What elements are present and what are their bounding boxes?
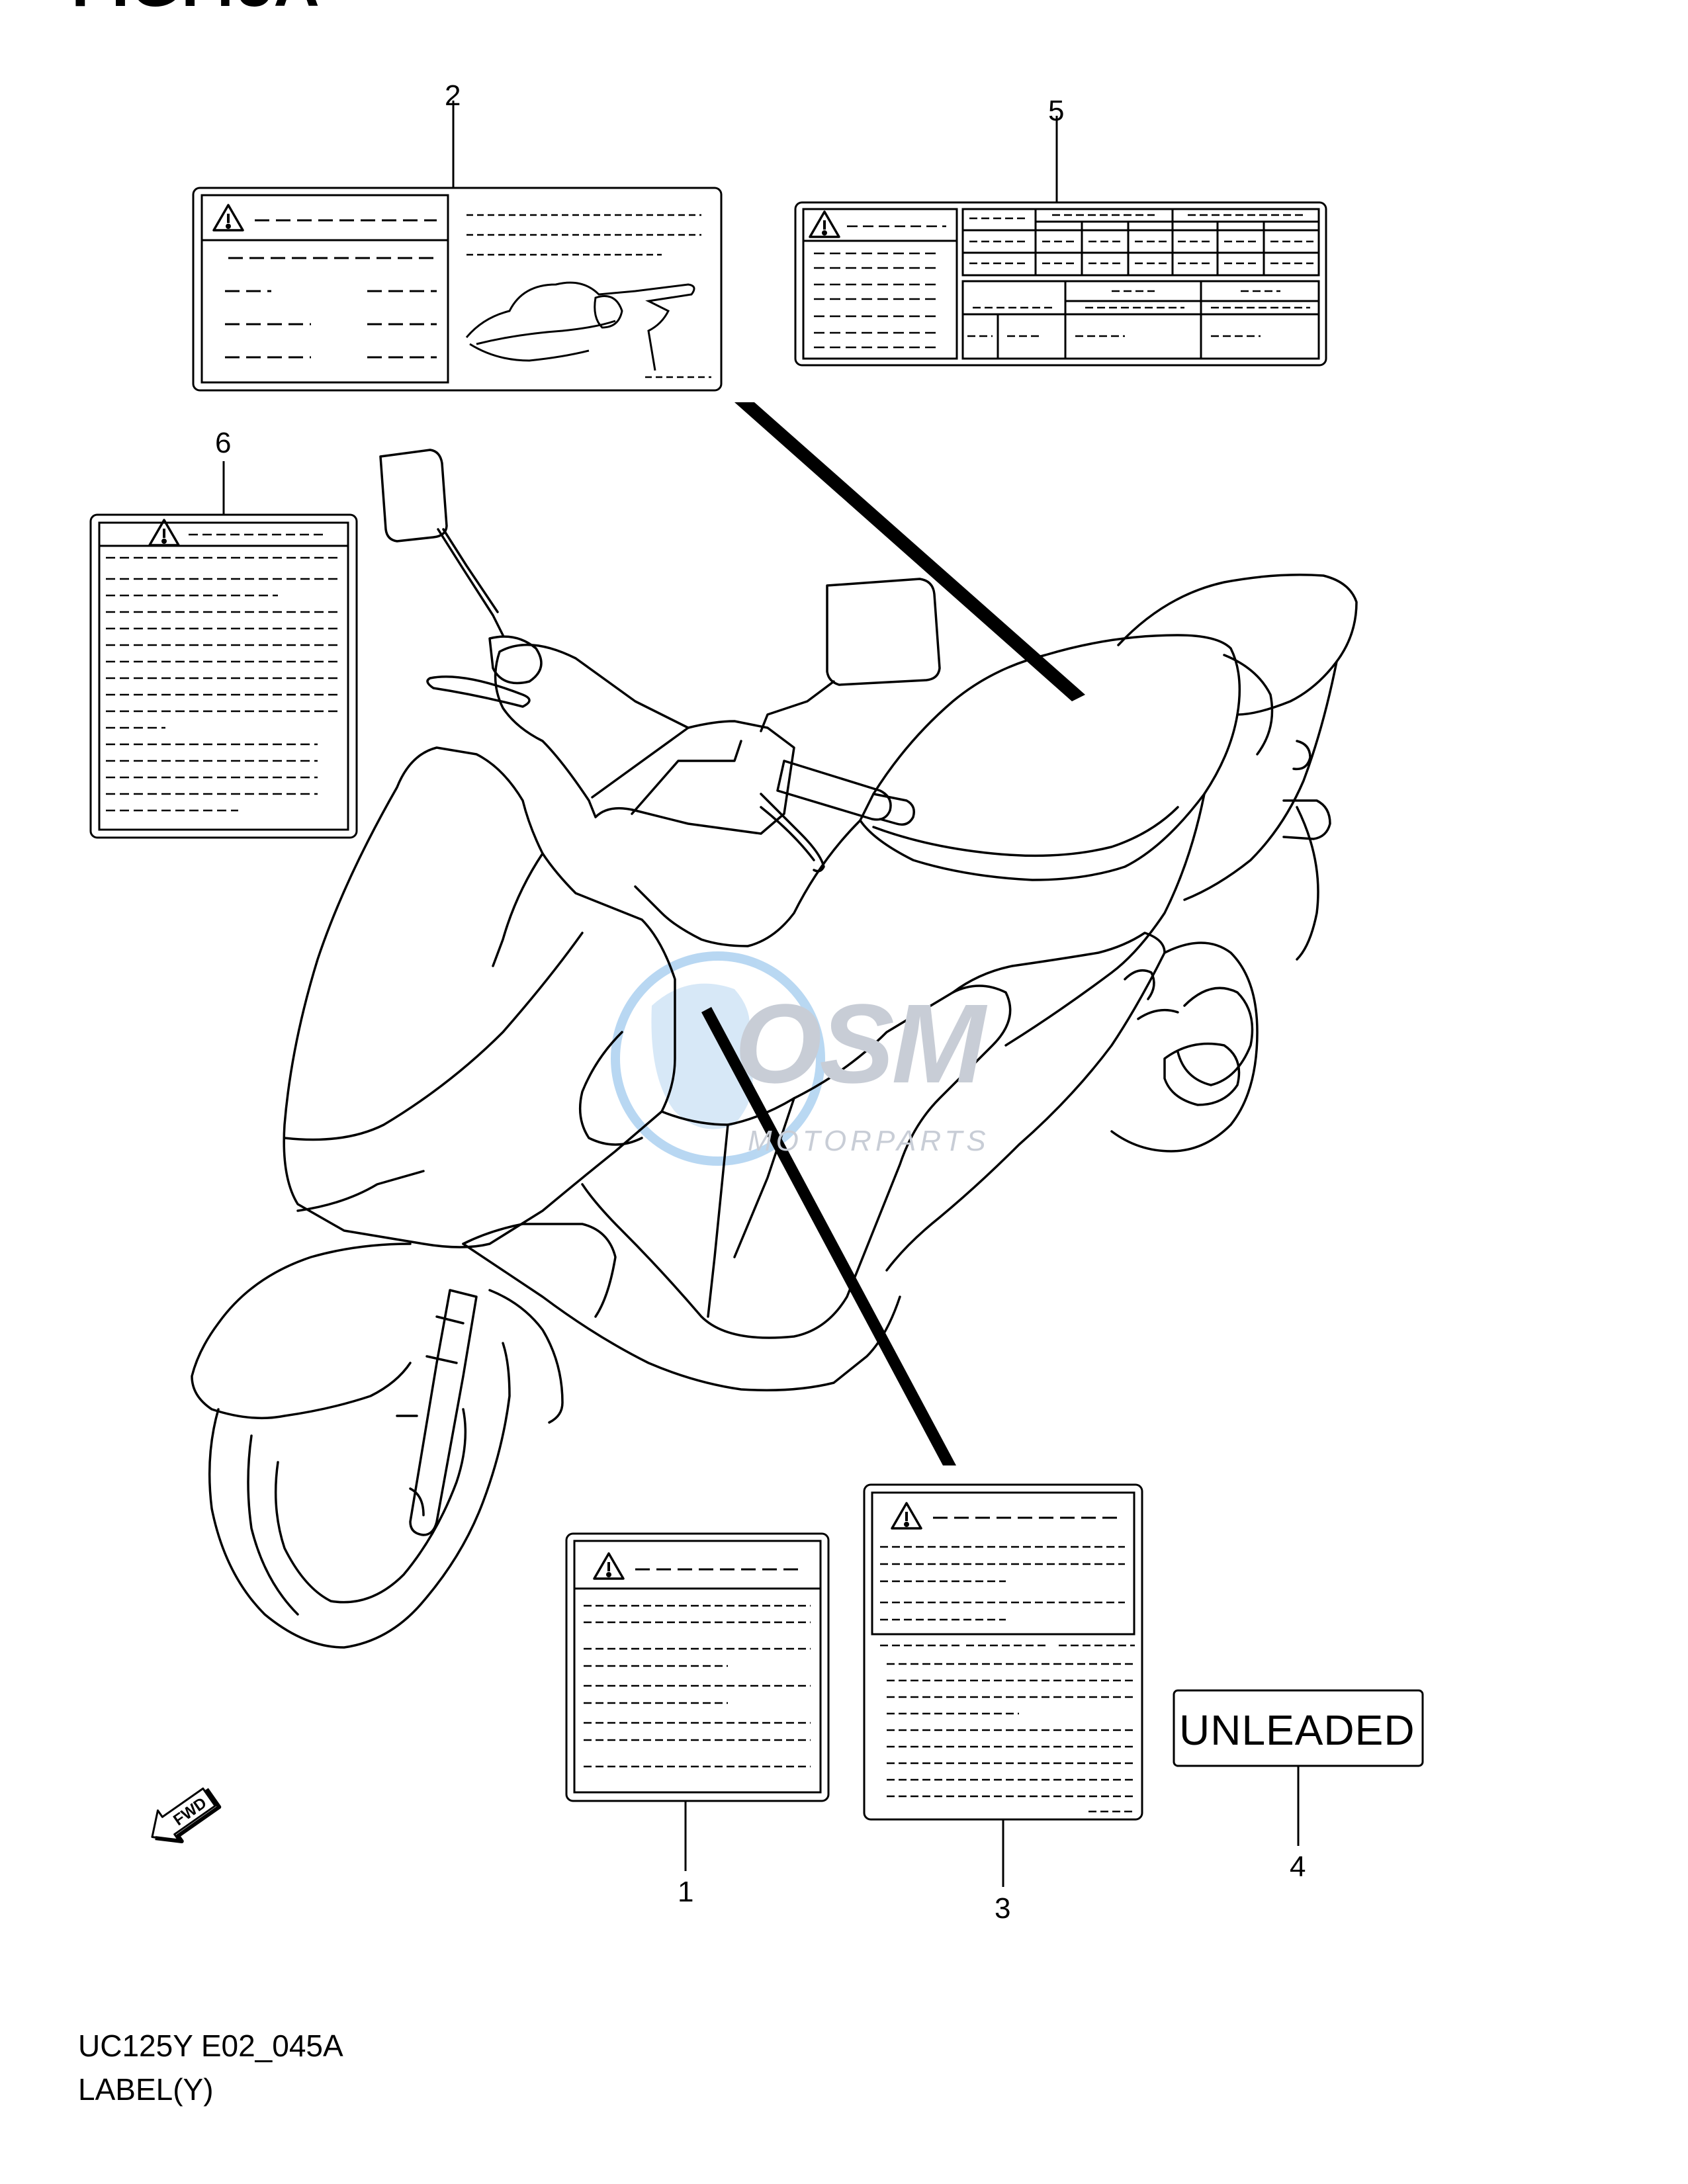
label-5 xyxy=(794,201,1327,367)
callout-1: 1 xyxy=(678,1876,694,1908)
figure-caption: LABEL(Y) xyxy=(78,2072,214,2107)
watermark-logo: OSM xyxy=(734,981,985,1107)
label-2 xyxy=(192,187,723,392)
callout-4: 4 xyxy=(1290,1851,1306,1883)
watermark xyxy=(611,951,825,1166)
figure-title: FIG.45A xyxy=(71,0,321,21)
figure-code: UC125Y E02_045A xyxy=(78,2029,343,2063)
label-1 xyxy=(565,1532,830,1802)
callout-6: 6 xyxy=(215,427,232,459)
unleaded-label-text: UNLEADED xyxy=(1179,1706,1415,1754)
callout-2: 2 xyxy=(445,79,461,112)
fwd-arrow-icon: FWD xyxy=(151,1787,222,1844)
watermark-subtitle: MOTORPARTS xyxy=(748,1125,990,1157)
leader-lines xyxy=(701,402,1085,1465)
callout-3: 3 xyxy=(995,1892,1011,1925)
label-6 xyxy=(89,513,358,839)
label-3 xyxy=(863,1483,1143,1821)
callout-5: 5 xyxy=(1048,95,1065,127)
scooter-illustration xyxy=(191,449,1358,1649)
